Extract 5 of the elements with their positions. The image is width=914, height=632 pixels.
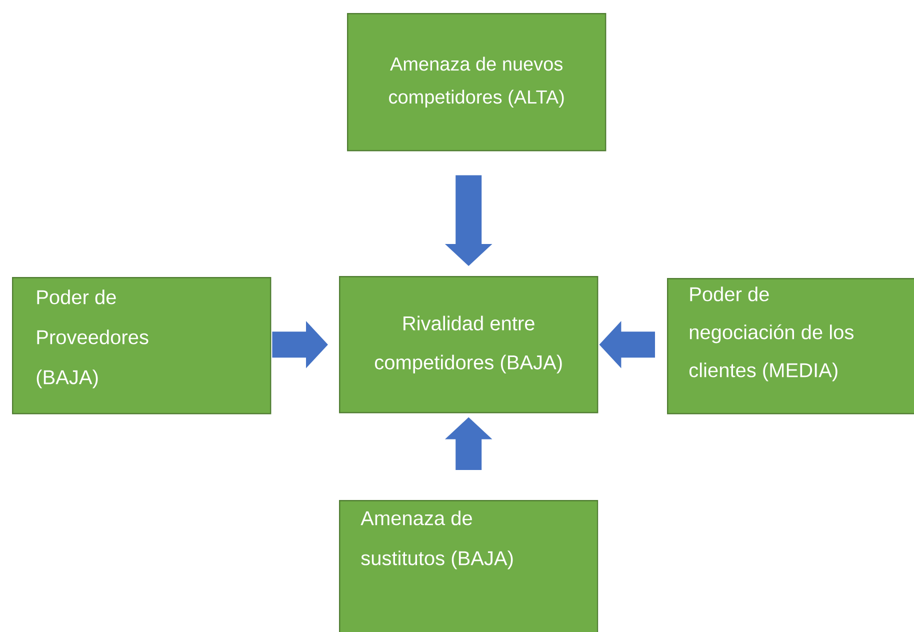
- process-box: Poder de negociación de los clientes (MEDIA): [667, 278, 914, 414]
- process-box: Amenaza de sustitutos (BAJA): [339, 500, 598, 632]
- process-box: Rivalidad entre competidores (BAJA): [339, 276, 598, 414]
- process-box: Poder de Proveedores (BAJA): [12, 277, 272, 414]
- process-box: Amenaza de nuevos competidores (ALTA): [347, 13, 606, 152]
